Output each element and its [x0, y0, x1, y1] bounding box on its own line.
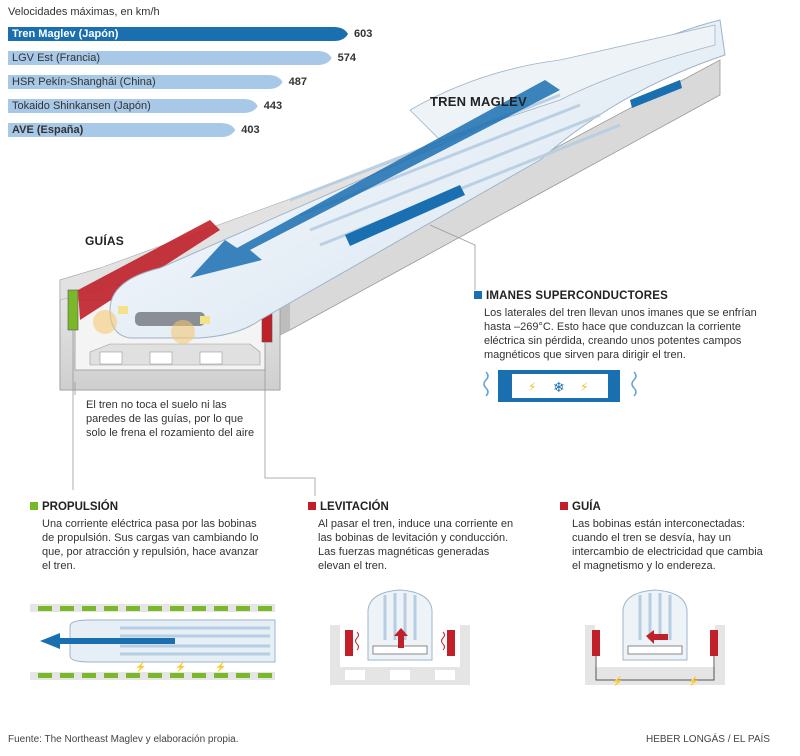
levitation-text: Al pasar el tren, induce una corriente e… [318, 518, 514, 572]
bar-value-label: 487 [288, 76, 307, 88]
maglev-label: TREN MAGLEV [430, 94, 527, 109]
propulsion-diagram: ⚡ ⚡ ⚡ [30, 604, 276, 680]
bar-category-label: LGV Est (Francia) [12, 52, 101, 64]
levitation-title: LEVITACIÓN [308, 501, 389, 513]
red-square-icon [308, 502, 316, 510]
source-note: Fuente: The Northeast Maglev y elaboraci… [8, 734, 239, 745]
chart-title: Velocidades máximas, en km/h [8, 6, 160, 18]
speed-bar [8, 123, 236, 137]
red-square-icon [560, 502, 568, 510]
speed-bar [8, 99, 258, 113]
direction-arrow [190, 80, 560, 278]
bar-value-label: 443 [263, 100, 283, 112]
superconducting-magnet [345, 185, 465, 246]
guide-title: GUÍA [560, 501, 601, 513]
no-contact-note: El tren no toca el suelo ni las paredes … [86, 399, 255, 439]
callout-lines [72, 224, 476, 496]
svg-text:⚡: ⚡ [688, 675, 699, 687]
bar-category-label: HSR Pekín-Shanghái (China) [12, 76, 156, 88]
magnets-text: Los laterales del tren llevan unos imane… [484, 307, 757, 361]
bar-category-label: AVE (España) [12, 124, 84, 136]
propulsion-coil [67, 289, 79, 331]
magnets-title: IMANES SUPERCONDUCTORES [474, 290, 668, 302]
propulsion-text: Una corriente eléctrica pasa por las bob… [42, 518, 259, 572]
levitation-diagram [330, 589, 470, 685]
svg-text:⚡: ⚡ [175, 661, 186, 673]
speed-bar [8, 75, 283, 89]
svg-text:⚡: ⚡ [135, 661, 146, 673]
bar-value-label: 403 [241, 124, 260, 136]
svg-text:⚡: ⚡ [612, 675, 623, 687]
speed-bar [8, 51, 332, 65]
propulsion-title: PROPULSIÓN [30, 501, 118, 513]
guides-label: GUÍAS [85, 234, 125, 248]
speed-bar [8, 27, 348, 41]
maglev-train [93, 19, 726, 344]
svg-text:⚡: ⚡ [580, 380, 588, 394]
bar-category-label: Tren Maglev (Japón) [12, 28, 119, 40]
blue-square-icon [474, 291, 482, 299]
guide-diagram: ⚡ ⚡ [585, 589, 725, 687]
svg-text:❄: ❄ [553, 380, 565, 396]
bar-value-label: 603 [354, 28, 373, 40]
green-square-icon [30, 502, 38, 510]
svg-text:⚡: ⚡ [215, 661, 226, 673]
guide-text: Las bobinas están interconectadas: cuand… [572, 518, 763, 572]
bar-value-label: 574 [337, 52, 356, 64]
credit: HEBER LONGÁS / EL PAÍS [646, 734, 770, 745]
bar-category-label: Tokaido Shinkansen (Japón) [12, 100, 151, 112]
svg-text:⚡: ⚡ [528, 380, 536, 394]
magnet-icon: ⚡ ❄ ⚡ [483, 370, 637, 402]
speed-bars-svg [8, 27, 348, 137]
